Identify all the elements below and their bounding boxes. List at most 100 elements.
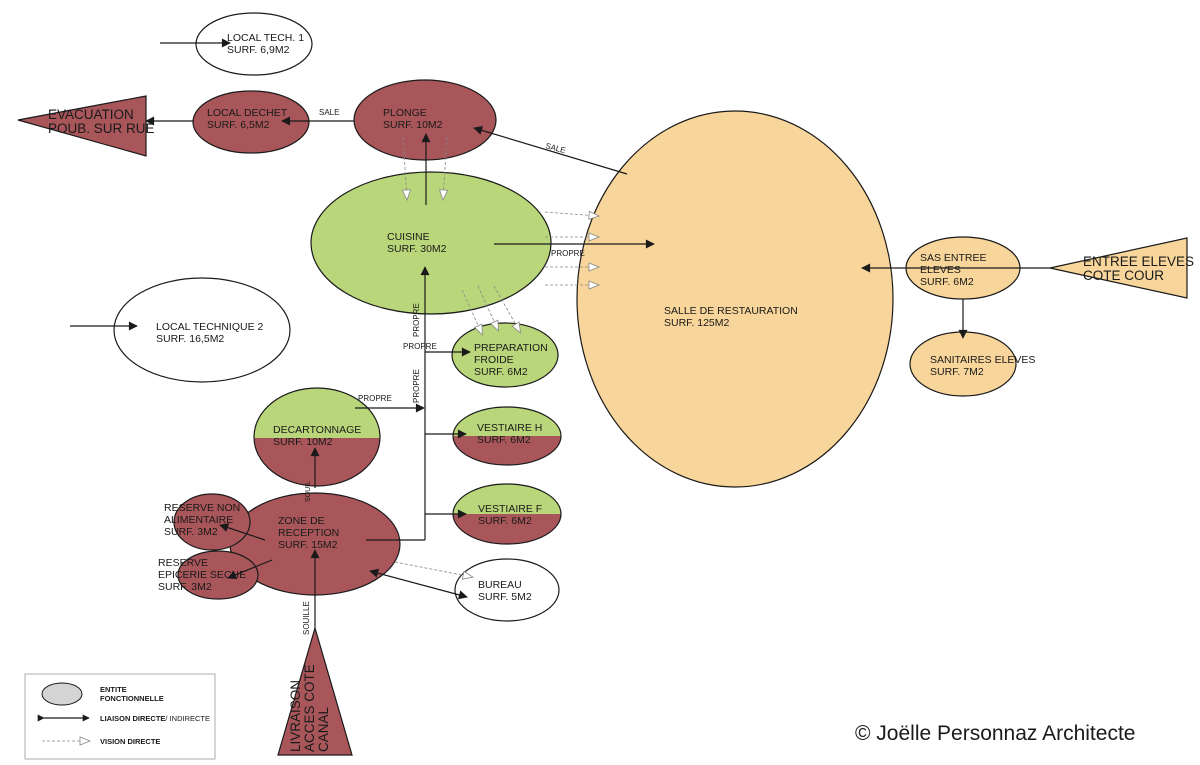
- reserve-epicerie-line1: RESERVE: [158, 557, 208, 569]
- livraison-line2: ACCES COTE: [302, 664, 317, 752]
- vision-arrow-icon: [394, 561, 475, 580]
- salle-name: SALLE DE RESTAURATION: [664, 305, 798, 317]
- vestiaire-h-shape: [452, 406, 562, 466]
- sas-entree-line2: ELEVES: [920, 264, 961, 276]
- sas-entree-surf: SURF. 6M2: [920, 276, 974, 288]
- reserve-non-alim-line1: RESERVE NON: [164, 502, 240, 514]
- sas-entree-line1: SAS ENTREE: [920, 252, 987, 264]
- entree-eleves-line2: COTE COUR: [1083, 268, 1164, 283]
- vestiaire-f-name: VESTIAIRE F: [478, 503, 542, 515]
- bureau-surf: SURF. 5M2: [478, 591, 532, 603]
- preparation-line2: FROIDE: [474, 354, 514, 366]
- decartonnage-name: DECARTONNAGE: [273, 424, 361, 436]
- entree-eleves-line1: ENTREE ELEVES: [1083, 254, 1194, 269]
- legend-link-direct: LIAISON DIRECTE: [100, 714, 165, 723]
- ellipse-icon: [41, 682, 83, 706]
- livraison-line1: LIVRAISON: [288, 680, 303, 752]
- reserve-epicerie-surf: SURF. 3M2: [158, 581, 212, 593]
- bureau-name: BUREAU: [478, 579, 522, 591]
- vision-arrow-icon: [461, 289, 483, 336]
- vestiaire-h-surf: SURF. 6M2: [477, 434, 531, 446]
- edge-label-souille-short: SOUIL: [305, 481, 312, 502]
- svg-text:LIVRAISONACCES COTECANAL: LIVRAISONACCES COTECANAL: [288, 664, 331, 752]
- sanitaires-surf: SURF. 7M2: [930, 366, 984, 378]
- edge-label-propre-vertical-mid: PROPRE: [412, 369, 421, 403]
- svg-text:LIAISON DIRECTE/ INDIRECTE: LIAISON DIRECTE/ INDIRECTE: [100, 714, 210, 723]
- arrow-icon: [473, 126, 628, 175]
- evacuation-line1: EVACUATION: [48, 107, 134, 122]
- evacuation-line2: POUB. SUR RUE: [48, 121, 155, 136]
- livraison-triangle: [277, 625, 353, 756]
- legend-link-indirect: / INDIRECTE: [165, 714, 210, 723]
- local-tech-2-name: LOCAL TECHNIQUE 2: [156, 321, 264, 333]
- reserve-non-alim-surf: SURF. 3M2: [164, 526, 218, 538]
- plonge-name: PLONGE: [383, 107, 427, 119]
- arrow-icon: [369, 568, 468, 600]
- local-tech-1-name: LOCAL TECH. 1: [227, 32, 304, 44]
- zone-reception-line2: RECEPTION: [278, 527, 339, 539]
- cuisine-shape: [310, 171, 552, 315]
- edge-label-propre-from-decartonnage: PROPRE: [358, 394, 392, 403]
- cuisine-surf: SURF. 30M2: [387, 243, 447, 255]
- vision-arrow-icon: [439, 136, 449, 202]
- zone-reception-surf: SURF. 15M2: [278, 539, 338, 551]
- reserve-epicerie-shape: [177, 550, 259, 600]
- local-tech-2-shape: [113, 277, 291, 383]
- legend-entity-line1: ENTITE: [100, 685, 127, 694]
- zone-reception-line1: ZONE DE: [278, 515, 325, 527]
- local-tech-1-surf: SURF. 6,9M2: [227, 44, 290, 56]
- preparation-froide-shape: [451, 322, 559, 388]
- legend-vision: VISION DIRECTE: [100, 737, 160, 746]
- entree-eleves-triangle: [1049, 237, 1188, 299]
- reserve-non-alimentaire-shape: [173, 493, 251, 551]
- edge-label-souille-livraison: SOUILLE: [302, 601, 311, 635]
- vestiaire-h-name: VESTIAIRE H: [477, 422, 542, 434]
- copyright-text: © Joëlle Personnaz Architecte: [855, 722, 1135, 745]
- local-dechet-surf: SURF. 6,5M2: [207, 119, 270, 131]
- salle-surf: SURF. 125M2: [664, 317, 730, 329]
- decartonnage-surf: SURF. 10M2: [273, 436, 333, 448]
- arrow-icon: [219, 523, 266, 541]
- edge-label-propre-cuisine-salle: PROPRE: [551, 249, 585, 258]
- local-tech-2-surf: SURF. 16,5M2: [156, 333, 224, 345]
- plonge-shape: [353, 79, 497, 161]
- reserve-non-alim-line2: ALIMENTAIRE: [164, 514, 233, 526]
- edge-label-sale-1: SALE: [319, 108, 339, 117]
- vision-arrow-icon: [477, 285, 499, 332]
- salle-restauration-shape: [576, 110, 894, 488]
- evacuation-triangle: [17, 95, 147, 157]
- arrow-icon: [227, 559, 273, 580]
- vision-arrow-icon: [493, 285, 522, 334]
- sanitaires-name: SANITAIRES ELEVES: [930, 354, 1035, 366]
- vestiaire-f-surf: SURF. 6M2: [478, 515, 532, 527]
- plonge-surf: SURF. 10M2: [383, 119, 443, 131]
- reserve-epicerie-line2: EPICERIE SECHE: [158, 569, 246, 581]
- direct-links: [70, 38, 1050, 628]
- local-dechet-name: LOCAL DECHET: [207, 107, 288, 119]
- local-dechet-shape: [192, 90, 310, 154]
- local-tech-1-shape: [195, 12, 313, 76]
- vision-arrow-icon: [401, 136, 411, 202]
- livraison-line3: CANAL: [316, 706, 331, 752]
